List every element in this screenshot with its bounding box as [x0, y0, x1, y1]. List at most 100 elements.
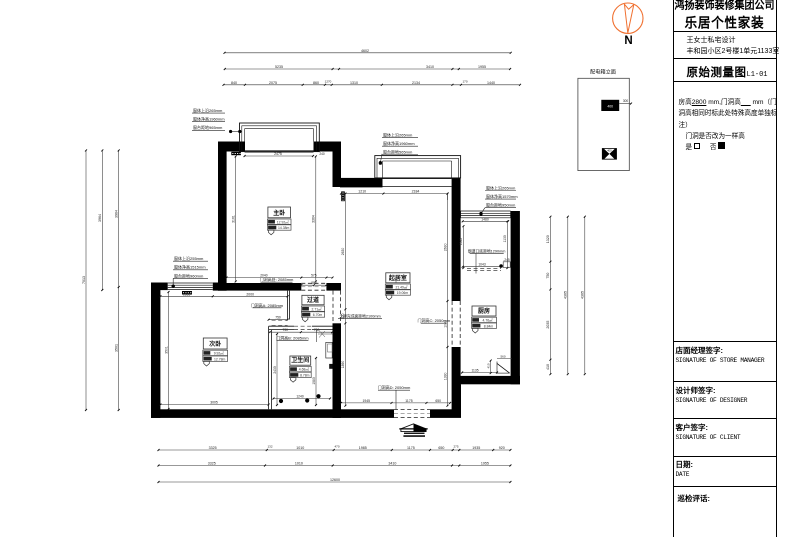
svg-text:5235: 5235 — [275, 65, 283, 69]
svg-text:窗体净高1960mm: 窗体净高1960mm — [193, 116, 225, 122]
svg-text:2184: 2184 — [412, 190, 420, 194]
svg-text:1175: 1175 — [407, 446, 415, 450]
svg-text:配电箱立面: 配电箱立面 — [590, 68, 616, 76]
svg-text:1010: 1010 — [296, 446, 304, 450]
svg-text:1890: 1890 — [341, 361, 345, 369]
svg-text:门洞高D: 2050mm: 门洞高D: 2050mm — [378, 384, 411, 390]
svg-text:3964: 3964 — [115, 210, 119, 218]
svg-text:3325: 3325 — [208, 462, 216, 466]
svg-text:300: 300 — [623, 99, 629, 103]
svg-text:410: 410 — [546, 364, 550, 370]
svg-text:3161: 3161 — [232, 215, 236, 223]
svg-text:240: 240 — [319, 152, 325, 156]
svg-text:560: 560 — [500, 355, 505, 359]
svg-text:3501: 3501 — [164, 346, 168, 354]
svg-text:1440: 1440 — [487, 81, 495, 85]
svg-text:窗体净高1515mm: 窗体净高1515mm — [174, 264, 206, 270]
svg-text:窗台距地960mm: 窗台距地960mm — [174, 272, 204, 278]
svg-text:烟道口底距地1290mm: 烟道口底距地1290mm — [468, 248, 506, 253]
svg-text:880: 880 — [311, 281, 317, 285]
svg-text:1040: 1040 — [443, 320, 447, 328]
svg-text:575: 575 — [311, 274, 317, 278]
svg-text:3964: 3964 — [98, 214, 102, 222]
svg-text:4.76㎡: 4.76㎡ — [483, 318, 494, 323]
svg-text:1945: 1945 — [362, 399, 370, 403]
svg-text:8.84m: 8.84m — [484, 324, 494, 328]
svg-text:1130: 1130 — [503, 235, 507, 242]
svg-text:N: N — [624, 35, 632, 47]
svg-text:7013: 7013 — [82, 276, 86, 284]
svg-text:起居室: 起居室 — [388, 274, 407, 282]
svg-text:1240: 1240 — [296, 395, 304, 399]
svg-text:1210: 1210 — [358, 190, 366, 194]
svg-text:2630: 2630 — [443, 243, 447, 251]
svg-text:卫生间: 卫生间 — [291, 356, 309, 364]
svg-text:170: 170 — [462, 80, 467, 84]
svg-text:1135: 1135 — [471, 369, 478, 373]
svg-text:1542: 1542 — [459, 238, 463, 246]
svg-text:750: 750 — [275, 316, 281, 320]
svg-text:275: 275 — [453, 445, 458, 449]
svg-text:窗体净高1960mm: 窗体净高1960mm — [383, 140, 415, 146]
svg-text:1480: 1480 — [481, 217, 489, 221]
svg-text:2430: 2430 — [273, 366, 277, 374]
svg-text:-245: -245 — [503, 258, 510, 262]
svg-text:窗体上沿265mm: 窗体上沿265mm — [383, 132, 413, 138]
svg-text:6.70m: 6.70m — [313, 313, 323, 317]
svg-text:860: 860 — [313, 81, 319, 85]
svg-text:12600: 12600 — [330, 478, 340, 482]
svg-text:320: 320 — [341, 313, 345, 319]
svg-text:400: 400 — [607, 104, 613, 108]
svg-text:3325: 3325 — [209, 446, 217, 450]
svg-text:2475: 2475 — [274, 152, 282, 156]
svg-text:2134: 2134 — [412, 81, 420, 85]
svg-text:9.92㎡: 9.92㎡ — [214, 351, 225, 356]
svg-text:2000: 2000 — [246, 292, 254, 296]
svg-text:1555: 1555 — [183, 292, 191, 296]
svg-text:3364: 3364 — [312, 215, 316, 223]
svg-text:840: 840 — [231, 81, 237, 85]
svg-text:2040: 2040 — [260, 274, 268, 278]
svg-text:门洞高B: 2085mm: 门洞高B: 2085mm — [276, 334, 309, 340]
svg-text:门洞高处: 2085mm: 门洞高处: 2085mm — [260, 276, 294, 282]
svg-text:12.78m: 12.78m — [214, 357, 225, 361]
svg-text:门洞高A: 2085mm: 门洞高A: 2085mm — [251, 302, 284, 308]
svg-text:1320: 1320 — [546, 235, 550, 243]
svg-text:1010: 1010 — [295, 462, 303, 466]
svg-text:窗体净高1570mm: 窗体净高1570mm — [486, 193, 518, 199]
svg-text:8.78m: 8.78m — [300, 374, 310, 378]
svg-text:窗台距地965mm: 窗台距地965mm — [193, 124, 223, 130]
svg-text:1175: 1175 — [405, 399, 412, 403]
svg-text:厨房: 厨房 — [478, 307, 490, 315]
svg-text:门洞高C: 2050mm: 门洞高C: 2050mm — [417, 317, 450, 323]
svg-text:1043: 1043 — [478, 263, 486, 267]
svg-text:4365: 4365 — [564, 291, 568, 299]
svg-text:窗体上沿255mm: 窗体上沿255mm — [174, 255, 204, 261]
svg-text:14.38m: 14.38m — [278, 226, 289, 230]
svg-text:2.71㎡: 2.71㎡ — [312, 306, 323, 311]
svg-text:过道: 过道 — [307, 296, 319, 304]
svg-text:1955: 1955 — [481, 462, 489, 466]
svg-text:1270: 1270 — [325, 80, 332, 84]
svg-text:4.68㎡: 4.68㎡ — [299, 367, 310, 372]
svg-text:400: 400 — [607, 149, 612, 153]
svg-text:3005: 3005 — [210, 401, 218, 405]
svg-text:21.49㎡: 21.49㎡ — [395, 284, 407, 289]
svg-text:470: 470 — [334, 445, 339, 449]
svg-text:2035: 2035 — [546, 321, 550, 329]
svg-text:1935: 1935 — [472, 446, 480, 450]
svg-text:主卧: 主卧 — [273, 209, 285, 217]
svg-text:750: 750 — [546, 273, 550, 279]
svg-text:窗体上沿265mm: 窗体上沿265mm — [486, 184, 516, 190]
svg-text:2075: 2075 — [269, 81, 277, 85]
svg-text:3410: 3410 — [426, 65, 434, 69]
svg-text:4365: 4365 — [581, 291, 585, 299]
svg-text:650: 650 — [438, 446, 444, 450]
svg-text:1330: 1330 — [443, 372, 447, 380]
svg-text:窗台距地565mm: 窗台距地565mm — [383, 149, 413, 155]
svg-text:土建完成面距地2100mm: 土建完成面距地2100mm — [339, 314, 380, 319]
svg-text:4602: 4602 — [361, 49, 369, 53]
svg-text:730: 730 — [282, 328, 288, 332]
svg-text:1955: 1955 — [478, 65, 486, 69]
svg-text:3501: 3501 — [115, 344, 119, 352]
